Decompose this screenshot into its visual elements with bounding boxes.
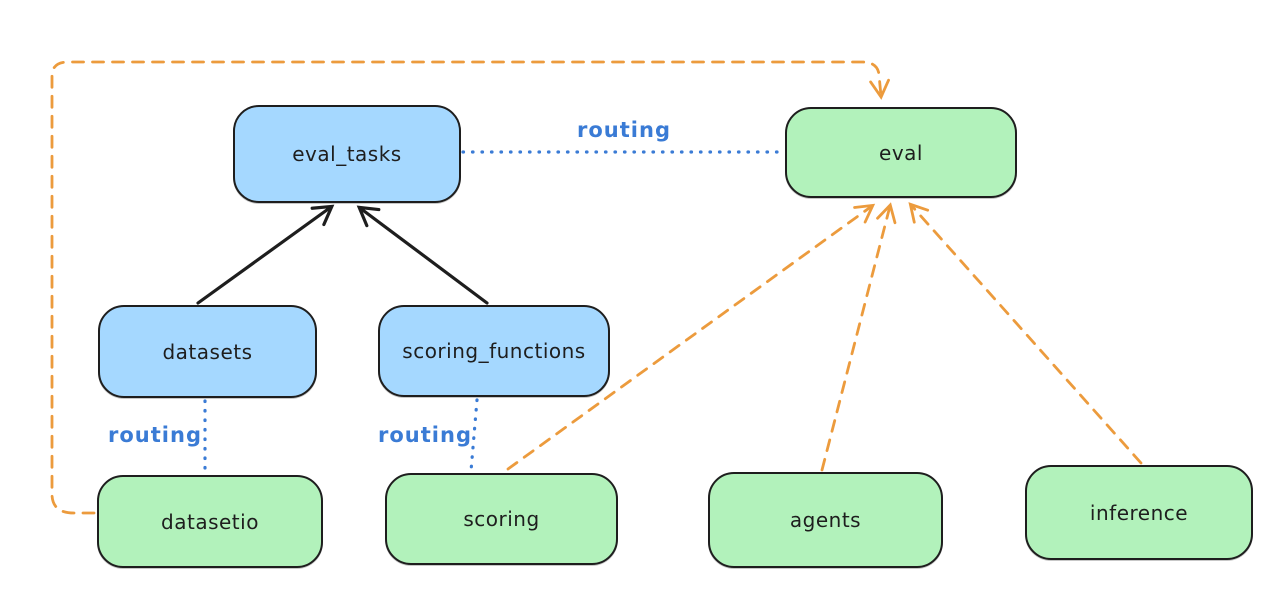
- node-datasetio: datasetio: [97, 475, 323, 568]
- edge-datasets-to-eval-tasks: [196, 204, 335, 305]
- node-datasets: datasets: [98, 305, 317, 398]
- node-agents: agents: [708, 472, 943, 568]
- node-eval-tasks: eval_tasks: [233, 105, 461, 203]
- routing-label-top: routing: [577, 118, 671, 142]
- node-eval-label: eval: [879, 140, 923, 165]
- node-agents-label: agents: [789, 508, 862, 532]
- node-scoring-label: scoring: [463, 507, 540, 531]
- node-inference: inference: [1025, 465, 1253, 560]
- node-inference-label: inference: [1089, 500, 1189, 525]
- routing-label-scoring: routing: [378, 423, 472, 447]
- routing-label-datasets: routing: [108, 423, 202, 447]
- node-eval-tasks-label: eval_tasks: [292, 142, 402, 166]
- node-eval: eval: [785, 107, 1017, 198]
- node-scoring-functions-label: scoring_functions: [402, 339, 586, 363]
- node-scoring-functions: scoring_functions: [378, 305, 610, 397]
- edge-agents-to-eval: [820, 202, 897, 472]
- node-scoring: scoring: [385, 473, 618, 565]
- edge-inference-to-eval: [908, 202, 1143, 465]
- edge-scoring-functions-to-eval-tasks: [356, 205, 489, 305]
- node-datasetio-label: datasetio: [161, 509, 259, 534]
- node-datasets-label: datasets: [162, 339, 253, 364]
